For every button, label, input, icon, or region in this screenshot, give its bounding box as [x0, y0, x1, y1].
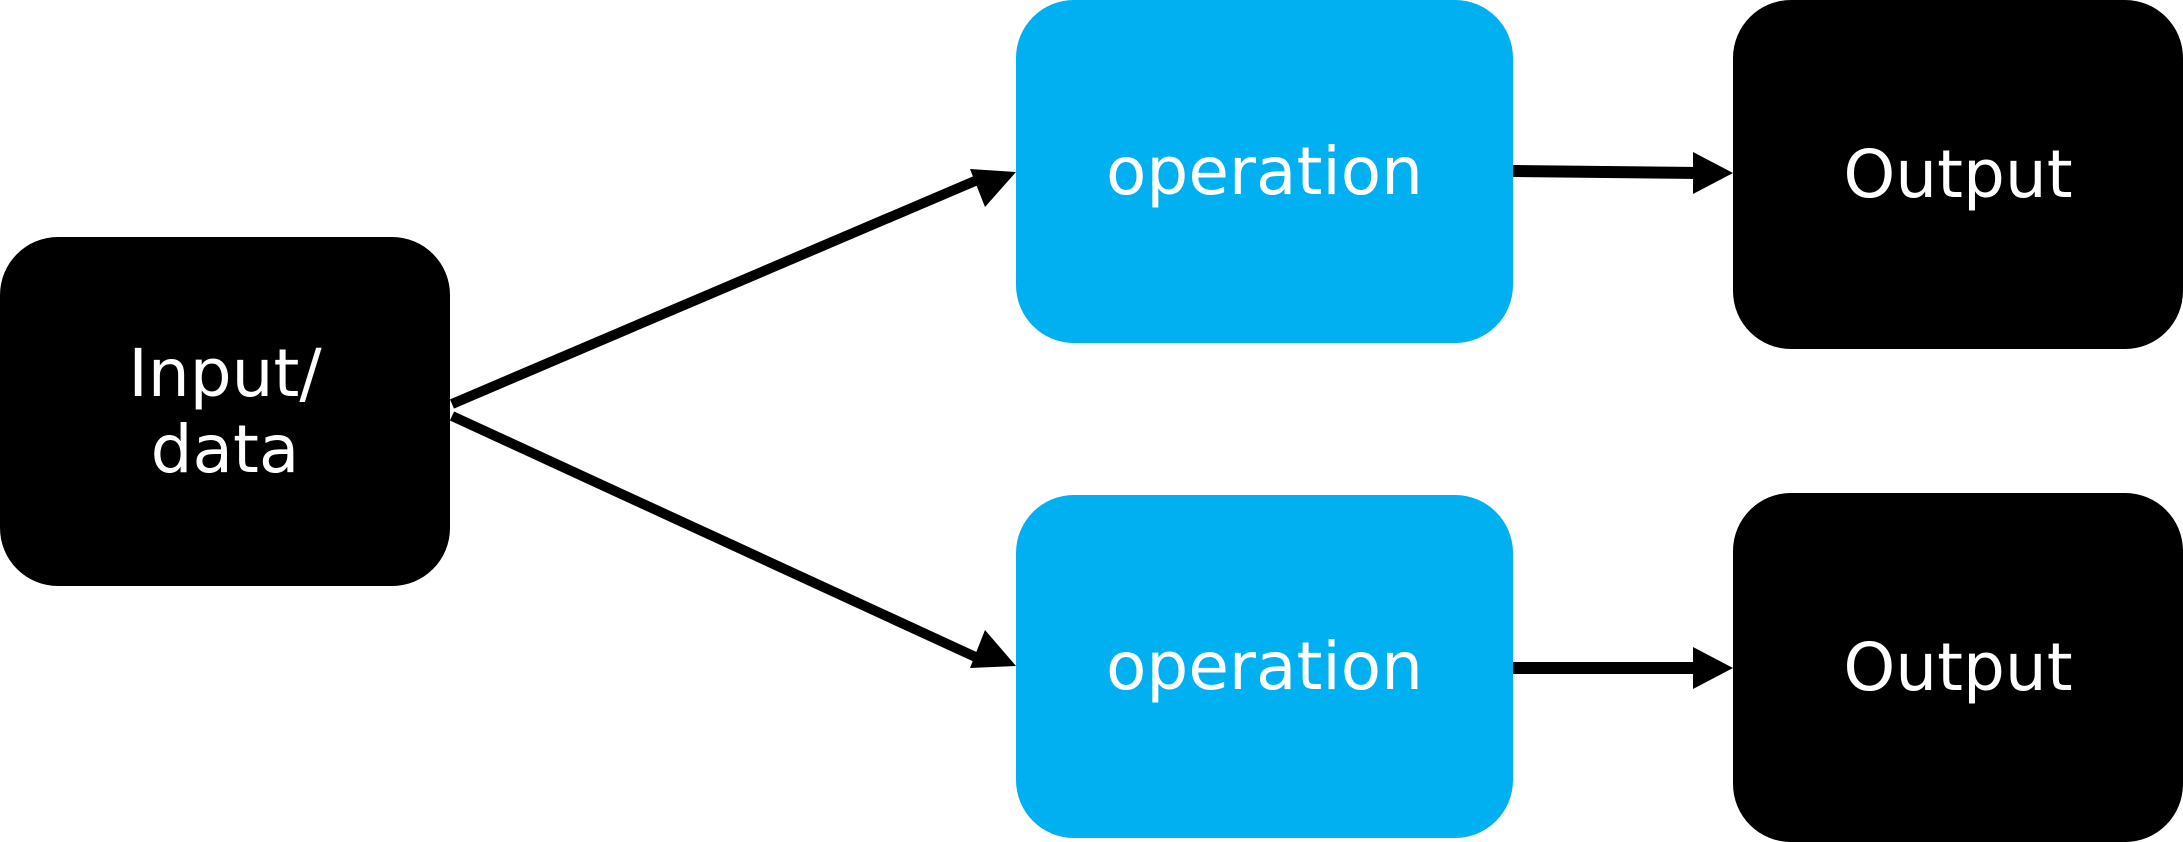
operation-node-label: operation [1106, 627, 1423, 705]
output-node-bottom: Output [1733, 493, 2183, 842]
arrow-operation-bottom-to-output-bottom [1513, 647, 1733, 689]
input-node-label-line2: data [150, 410, 300, 488]
output-node-label: Output [1843, 628, 2073, 706]
output-node-top: Output [1733, 0, 2183, 349]
operation-node-bottom: operation [1016, 495, 1513, 838]
output-node-label: Output [1843, 135, 2073, 213]
operation-node-top: operation [1016, 0, 1513, 343]
input-node-label-line1: Input/ [128, 335, 322, 413]
arrow-input-to-operation-top [450, 169, 1016, 409]
arrow-input-to-operation-bottom [449, 411, 1016, 668]
input-data-node: Input/ data [0, 237, 450, 586]
arrow-operation-top-to-output-top [1512, 152, 1733, 194]
operation-node-label: operation [1106, 132, 1423, 210]
